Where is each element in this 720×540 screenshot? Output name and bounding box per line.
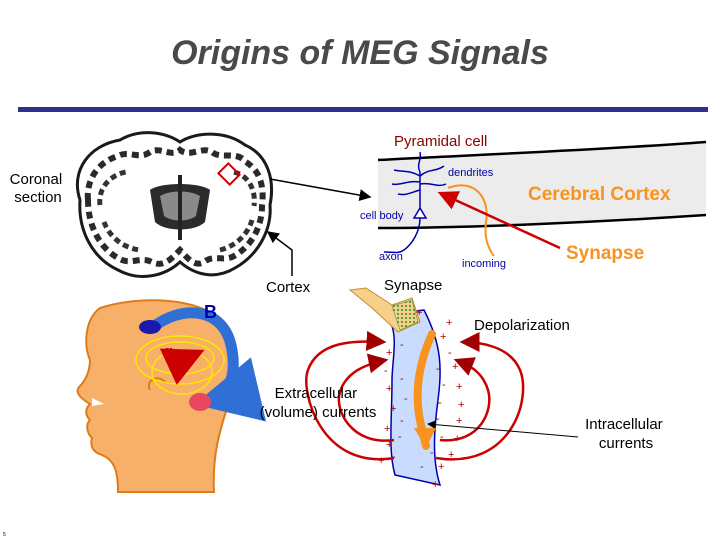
intracellular-pointer xyxy=(427,420,579,438)
svg-text:-: - xyxy=(440,431,444,443)
zoom-arrow xyxy=(269,178,372,202)
cortex-arrow xyxy=(266,231,293,276)
page-number: 5 xyxy=(3,532,6,538)
svg-text:+: + xyxy=(432,479,438,491)
svg-text:+: + xyxy=(448,449,454,461)
synapse-label: Synapse xyxy=(566,243,644,264)
region-marker xyxy=(216,161,242,187)
depolarization-label: Depolarization xyxy=(474,317,570,334)
svg-text:-: - xyxy=(384,365,388,377)
slide-title: Origins of MEG Signals xyxy=(171,34,549,72)
svg-text:-: - xyxy=(400,415,404,427)
pyramidal-neuron xyxy=(383,151,447,254)
axon-label: axon xyxy=(379,251,403,263)
intracellular-label: Intracellular currents xyxy=(585,416,667,452)
magnetic-field-arrow xyxy=(146,307,267,422)
svg-text:+: + xyxy=(456,381,462,393)
b-field-label: B xyxy=(204,302,217,322)
svg-text:+: + xyxy=(386,383,392,395)
extracellular-label: Extracellular (volume) currents xyxy=(260,385,377,421)
svg-text:+: + xyxy=(452,361,458,373)
incoming-axon xyxy=(447,184,495,257)
svg-text:+: + xyxy=(456,415,462,427)
synapse-top-label: Synapse xyxy=(384,277,442,294)
svg-text:+: + xyxy=(458,399,464,411)
svg-text:+: + xyxy=(386,347,392,359)
svg-text:-: - xyxy=(420,461,424,473)
svg-text:-: - xyxy=(438,397,442,409)
svg-text:-: - xyxy=(442,379,446,391)
synapse-pointer xyxy=(437,191,561,250)
svg-text:+: + xyxy=(446,317,452,329)
svg-text:-: - xyxy=(436,363,440,375)
coronal-label: Coronal section xyxy=(10,171,67,206)
dipole-q-label: q xyxy=(163,342,173,361)
field-exit-marker xyxy=(139,320,161,334)
svg-text:+: + xyxy=(438,461,444,473)
charge-signs: +++ +-- +-+ -+- +-+ --- +-+ -+- +-+ -++ … xyxy=(378,307,464,491)
dendrites-label: dendrites xyxy=(448,167,494,179)
cerebral-cortex-label: Cerebral Cortex xyxy=(528,184,671,205)
svg-text:+: + xyxy=(440,331,446,343)
svg-text:+: + xyxy=(454,433,460,445)
svg-text:+: + xyxy=(416,307,422,319)
coronal-brain-image xyxy=(75,131,274,278)
incoming-label: incoming xyxy=(462,258,506,270)
svg-text:-: - xyxy=(400,373,404,385)
current-dipole-arrow xyxy=(159,348,205,385)
svg-text:+: + xyxy=(390,403,396,415)
cortex-label: Cortex xyxy=(266,279,311,296)
svg-text:-: - xyxy=(404,393,408,405)
title-rule xyxy=(18,107,708,112)
svg-text:-: - xyxy=(392,451,396,463)
svg-text:-: - xyxy=(400,339,404,351)
pyramidal-cell-label: Pyramidal cell xyxy=(394,133,487,150)
extracellular-current-lines xyxy=(305,330,525,461)
svg-text:+: + xyxy=(384,423,390,435)
svg-text:-: - xyxy=(448,347,452,359)
svg-text:-: - xyxy=(398,431,402,443)
field-entry-marker xyxy=(189,393,211,411)
svg-text:+: + xyxy=(378,455,384,467)
svg-text:-: - xyxy=(430,447,434,459)
svg-text:-: - xyxy=(436,413,440,425)
cell-body-label: cell body xyxy=(360,210,404,222)
svg-text:+: + xyxy=(386,439,392,451)
